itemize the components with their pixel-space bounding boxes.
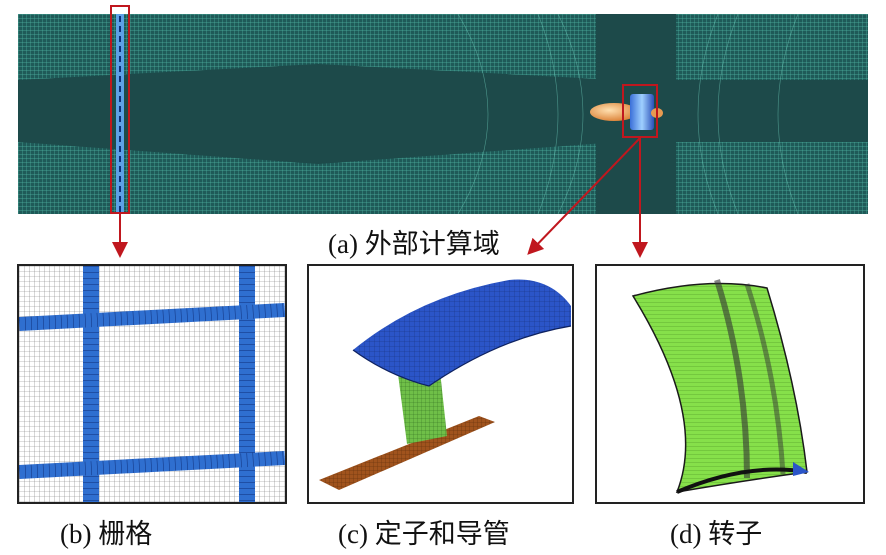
- panel-grid: [17, 264, 287, 504]
- stator-duct-graphic: [319, 279, 572, 490]
- panel-stator-duct: [307, 264, 574, 504]
- domain-mesh-graphic: [18, 14, 868, 214]
- caption-c: (c) 定子和导管: [338, 519, 510, 549]
- caption-b: (b) 栅格: [60, 519, 153, 549]
- grid-highlight-box: [110, 5, 130, 214]
- panel-rotor: [595, 264, 865, 504]
- rotor-highlight-box: [622, 84, 658, 138]
- caption-a: (a) 外部计算域: [328, 229, 500, 259]
- domain-view: [18, 14, 868, 214]
- grid-mesh-graphic: [19, 266, 285, 502]
- caption-d: (d) 转子: [670, 519, 763, 549]
- rotor-graphic: [631, 279, 809, 494]
